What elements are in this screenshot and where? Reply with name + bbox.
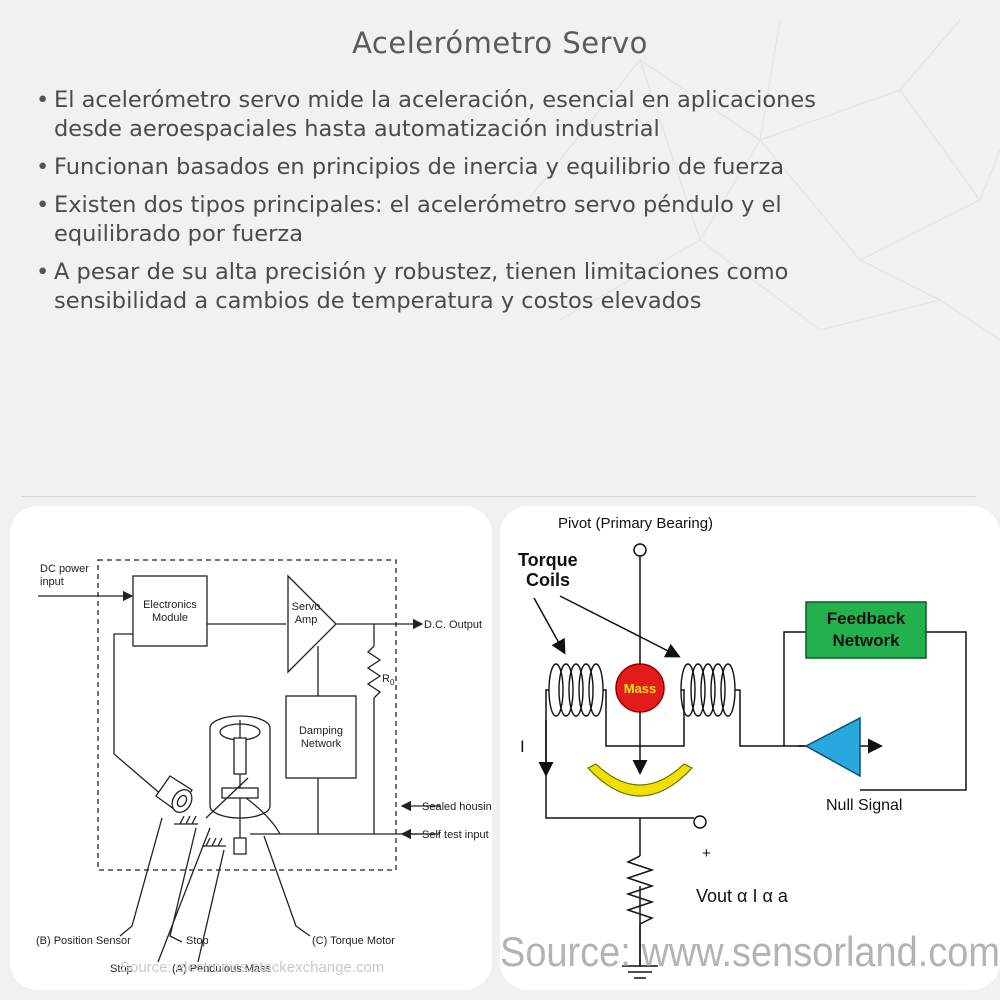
torque-coils-label: Torque — [518, 550, 578, 570]
plus-label: + — [702, 845, 711, 862]
servo-block-diagram-card: DC power input Electronics Module Servo … — [10, 506, 498, 990]
bullet-line: A pesar de su alta precisión y robustez,… — [54, 259, 789, 285]
torque-motor-label: (C) Torque Motor — [312, 935, 395, 947]
resistor-subscript: 0 — [390, 678, 395, 687]
damping-network-label: Network — [301, 738, 342, 750]
bullet-list: El acelerómetro servo mide la aceleració… — [36, 86, 936, 325]
mass-label: Mass — [624, 681, 657, 696]
bullet-line: sensibilidad a cambios de temperatura y … — [54, 288, 702, 314]
electronics-module-label: Module — [152, 612, 188, 624]
torque-motor-drawing — [205, 715, 281, 855]
vout-label: Vout α I α a — [696, 886, 789, 906]
servo-amp-triangle — [287, 574, 337, 674]
bullet-line: desde aeroespaciales hasta automatizació… — [54, 116, 660, 142]
pivot-label: Pivot (Primary Bearing) — [558, 515, 713, 532]
page-title: Acelerómetro Servo — [352, 26, 648, 60]
source-caption-right: Source: www.sensorland.com — [500, 928, 1000, 975]
torque-coils-label: Coils — [526, 570, 570, 590]
bullet-item: Existen dos tipos principales: el aceler… — [36, 191, 936, 249]
bullet-line: Funcionan basados en principios de inerc… — [54, 154, 785, 180]
source-caption-left: Source: electronics.stackexchange.com — [120, 959, 384, 976]
mass-circle — [615, 663, 665, 713]
output-resistor — [625, 855, 655, 925]
dc-output-label: D.C. Output — [424, 619, 482, 631]
stop-hatch — [174, 815, 226, 847]
sealed-housing-outline — [97, 559, 397, 871]
servo-amp-label: Amp — [295, 614, 318, 626]
bullet-line: Existen dos tipos principales: el aceler… — [54, 192, 782, 218]
vout-terminal — [693, 815, 707, 829]
left-torque-coil — [548, 663, 604, 717]
resistor-label: R0 — [382, 673, 395, 687]
sealed-housing-label: Sealed housing — [422, 801, 492, 813]
right-torque-coil — [680, 663, 736, 717]
detector-vane — [587, 763, 693, 797]
dc-power-input-label: input — [40, 576, 64, 588]
feedback-network-label: Feedback — [827, 609, 906, 628]
damping-network-box — [285, 695, 357, 779]
servo-schematic: Pivot (Primary Bearing) Torque Coils Mas… — [500, 515, 1000, 979]
section-divider — [22, 496, 976, 497]
resistor-r0 — [366, 645, 382, 699]
null-signal-label: Null Signal — [826, 797, 902, 814]
current-label: I — [520, 737, 525, 756]
position-sensor-label: (B) Position Sensor — [36, 935, 131, 947]
stop-label: Stop — [186, 935, 209, 947]
feedback-network-label: Network — [832, 631, 900, 650]
pivot-terminal — [633, 543, 647, 557]
bullet-item: El acelerómetro servo mide la aceleració… — [36, 86, 936, 144]
servo-block-diagram: DC power input Electronics Module Servo … — [36, 559, 498, 976]
bullet-line: equilibrado por fuerza — [54, 221, 303, 247]
self-test-input-label: Self test input — [422, 829, 489, 841]
servo-schematic-card: Pivot (Primary Bearing) Torque Coils Mas… — [500, 506, 1000, 990]
pendulous-mass-label: (A) Pendulous Mass — [172, 963, 272, 975]
electronics-module-label: Electronics — [143, 599, 197, 611]
bullet-line: El acelerómetro servo mide la aceleració… — [54, 87, 816, 113]
bullet-item: A pesar de su alta precisión y robustez,… — [36, 258, 936, 316]
damping-network-label: Damping — [299, 725, 343, 737]
feedback-network-box — [805, 601, 927, 659]
stop-label-bottom: Stop — [110, 963, 133, 975]
resistor-letter: R — [382, 673, 390, 685]
position-sensor-drawing — [155, 775, 193, 813]
bullet-item: Funcionan basados en principios de inerc… — [36, 153, 936, 182]
dc-power-input-label: DC power — [40, 563, 89, 575]
electronics-module-box — [132, 575, 208, 647]
servo-amp-label: Servo — [292, 601, 321, 613]
null-amplifier-triangle — [804, 716, 861, 778]
